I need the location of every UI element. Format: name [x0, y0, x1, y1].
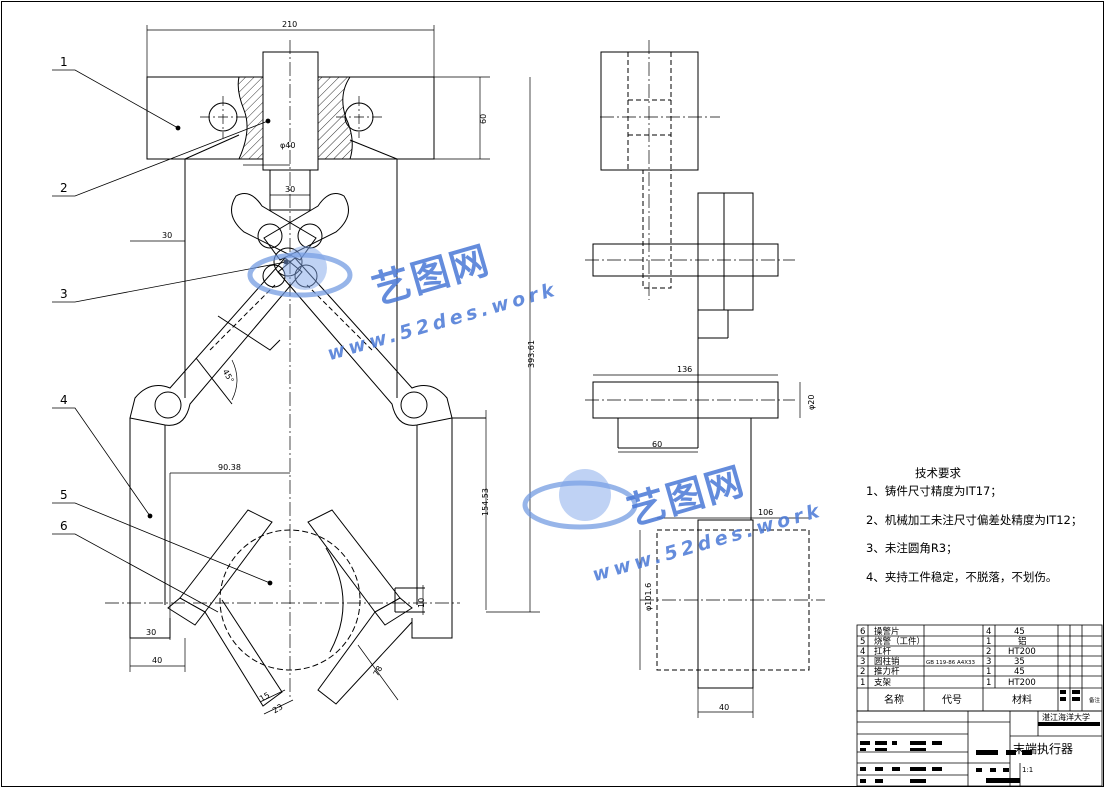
bom-material: 35 — [1014, 657, 1025, 667]
bom-header-material: 材料 — [1012, 693, 1032, 706]
dim-10: 10 — [417, 598, 426, 608]
dim-45: 45° — [221, 368, 236, 385]
dim-106: 106 — [758, 508, 773, 517]
dim-30-bottom: 30 — [146, 628, 156, 637]
part-leaders — [52, 69, 289, 613]
bom-name: 操警片 — [874, 626, 900, 637]
dim-210: 210 — [282, 20, 297, 29]
bom-no: 1 — [860, 678, 865, 688]
tech-req-item: 3、未注圆角R3； — [866, 541, 958, 555]
push-rod-stem — [269, 169, 311, 211]
bom-no: 4 — [860, 647, 865, 657]
bom-no: 6 — [860, 627, 865, 637]
bom-no: 5 — [860, 637, 865, 647]
dim-phi40: φ40 — [280, 141, 295, 150]
dim-136: 136 — [677, 365, 692, 374]
dim-phi101-6: φ101.6 — [644, 583, 653, 611]
part-label-1: 1 — [60, 55, 68, 69]
dim-40-side: 40 — [719, 703, 729, 712]
dim-15: 15 — [258, 691, 271, 704]
watermark-globe-icon — [247, 246, 353, 298]
dim-60-side: 60 — [652, 440, 662, 449]
watermark-globe-icon — [522, 469, 638, 530]
dim-phi20: φ20 — [807, 395, 816, 410]
bom-header-code: 代号 — [942, 694, 962, 706]
redacted-blocks — [860, 690, 1100, 783]
bom-table — [856, 624, 1103, 787]
dim-30-left: 30 — [162, 231, 172, 240]
bom-qty: 3 — [986, 657, 991, 667]
bom-qty: 1 — [986, 678, 991, 688]
part-label-6: 6 — [60, 519, 68, 533]
bom-header-note: 备注 — [1089, 696, 1101, 704]
bom-material: 45 — [1014, 627, 1025, 637]
dim-90-38: 90.38 — [218, 463, 241, 472]
dim-40-bottom: 40 — [152, 656, 162, 665]
bom-name: 烧警（工件） — [874, 636, 925, 647]
bom-name: 圆柱销 — [874, 656, 900, 667]
tech-req-item: 1、铸件尺寸精度为IT17； — [866, 484, 1002, 498]
bom-no: 2 — [860, 667, 865, 677]
hatch-right — [317, 76, 353, 160]
dim-60: 60 — [479, 114, 488, 124]
side-view: 136 φ20 60 106 φ101.6 40 — [585, 40, 825, 718]
bom-code: GB 119-86 A4X33 — [926, 660, 976, 666]
hatch-left — [237, 76, 264, 160]
bom-header-name: 名称 — [884, 693, 904, 706]
bom-qty: 1 — [986, 667, 991, 677]
dim-23: 23 — [271, 702, 284, 715]
front-dimensions — [129, 25, 540, 715]
bom-name: 推力杆 — [874, 666, 900, 677]
bom-text: 6 操警片 4 45 5 烧警（工件） 1 铝 4 扛杆 2 HT200 3 圆… — [860, 626, 1101, 774]
tech-req-item: 4、夹持工件稳定，不脱落，不划伤。 — [866, 570, 1058, 584]
tech-req-title: 技术要求 — [915, 466, 961, 480]
bom-qty: 4 — [986, 627, 991, 637]
bom-qty: 1 — [986, 637, 991, 647]
dim-78: 78 — [372, 664, 385, 677]
bom-material: 铝 — [1018, 636, 1027, 647]
tech-req-item: 2、机械加工未注尺寸偏差处精度为IT12； — [866, 513, 1083, 527]
dim-393-61: 393.61 — [527, 340, 536, 368]
title-school: 湛江海洋大学 — [1042, 712, 1090, 722]
front-view: 210 60 φ40 30 30 45° 90.38 393.61 154.53… — [52, 20, 540, 715]
part-label-2: 2 — [60, 181, 68, 195]
bom-qty: 2 — [986, 647, 991, 657]
part-label-5: 5 — [60, 488, 68, 502]
bom-material: HT200 — [1008, 678, 1036, 688]
dim-154-53: 154.53 — [481, 488, 490, 516]
bom-material: 45 — [1014, 667, 1025, 677]
bom-name: 扛杆 — [874, 646, 892, 657]
push-rod-head — [262, 51, 319, 171]
bom-no: 3 — [860, 657, 865, 667]
bom-material: HT200 — [1008, 647, 1036, 657]
part-label-3: 3 — [60, 287, 68, 301]
bom-name: 支架 — [874, 677, 892, 688]
jaws — [167, 509, 413, 707]
workpiece-flat — [325, 547, 344, 653]
dim-30-top: 30 — [285, 185, 295, 194]
title-scale: 1:1 — [1022, 766, 1033, 774]
workpiece-circle — [219, 529, 361, 671]
part-label-4: 4 — [60, 393, 68, 407]
